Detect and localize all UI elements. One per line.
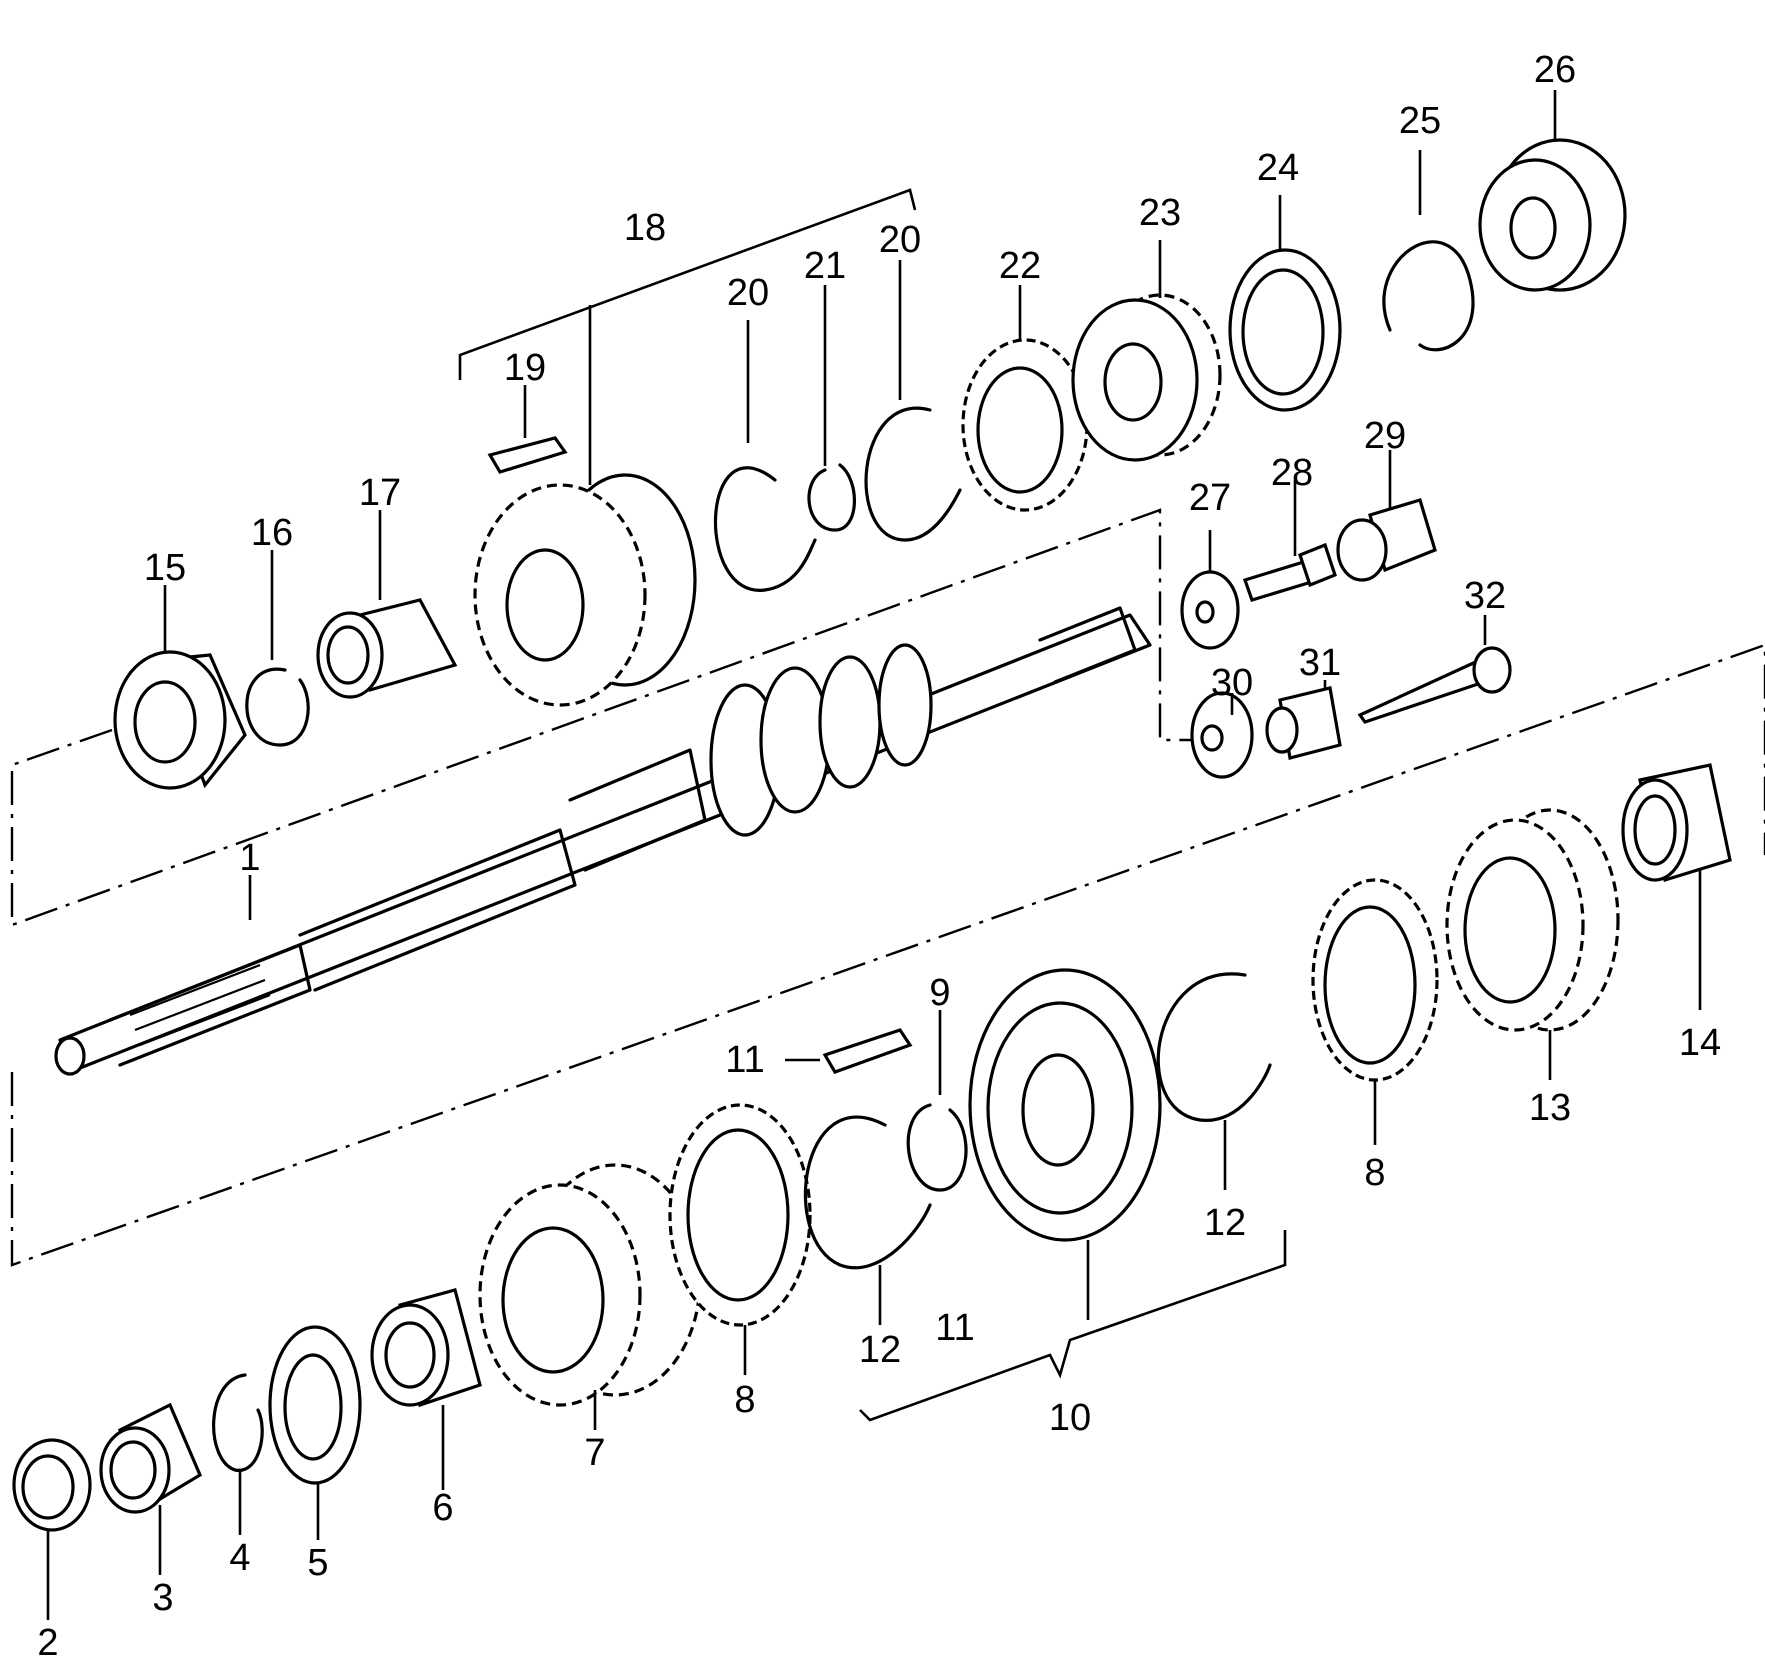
part-32-needle	[1357, 646, 1512, 724]
part-8b-synchro-ring	[1311, 878, 1439, 1082]
label-16: 16	[251, 512, 293, 554]
label-27: 27	[1189, 477, 1231, 519]
label-29: 29	[1364, 415, 1406, 457]
label-11a: 11	[725, 1039, 764, 1081]
part-12a-spring-ring	[803, 1115, 932, 1270]
label-14: 14	[1679, 1022, 1721, 1064]
part-20a-spring-ring	[713, 466, 817, 592]
assembly-axis-lines	[10, 508, 1765, 1267]
part-25-circlip	[1382, 240, 1475, 352]
label-20a: 20	[727, 272, 769, 314]
label-1: 1	[239, 837, 260, 879]
part-27-washer	[1180, 570, 1240, 650]
label-32: 32	[1464, 575, 1506, 617]
part-13-gear	[1445, 808, 1620, 1032]
part-31-bushing	[1265, 686, 1342, 760]
part-24-washer	[1228, 248, 1342, 412]
label-7: 7	[584, 1432, 605, 1474]
part-9-circlip	[906, 1103, 968, 1192]
part-21-circlip	[807, 463, 856, 532]
label-3: 3	[152, 1577, 173, 1619]
label-5: 5	[307, 1542, 328, 1584]
label-9: 9	[929, 972, 950, 1014]
part-20b-spring-ring	[864, 406, 962, 542]
part-2-sleeve	[12, 1438, 92, 1532]
label-12b: 12	[1204, 1202, 1246, 1244]
part-15-ball-bearing	[113, 650, 247, 790]
label-21: 21	[804, 245, 846, 287]
part-10-synchro-hub	[968, 968, 1162, 1242]
label-8b: 8	[1364, 1152, 1385, 1194]
part-23-gear	[1071, 293, 1222, 462]
part-3-needle-bearing	[99, 1402, 203, 1514]
part-22-synchro-ring	[961, 338, 1089, 512]
label-4: 4	[229, 1537, 250, 1579]
part-16-circlip	[245, 667, 310, 747]
part-5-washer	[268, 1325, 362, 1485]
label-11b: 11	[935, 1307, 974, 1349]
label-8a: 8	[734, 1379, 755, 1421]
label-19: 19	[504, 347, 546, 389]
part-11a-key	[822, 1028, 913, 1074]
part-19-key	[487, 436, 568, 474]
part-30-washer	[1190, 691, 1254, 779]
label-18: 18	[624, 207, 666, 249]
part-18-synchro-assembly	[473, 473, 697, 707]
label-30: 30	[1211, 662, 1253, 704]
label-13: 13	[1529, 1087, 1571, 1129]
label-17: 17	[359, 472, 401, 514]
part-labels: 1 2 3 4 5 6 7 8 12 11 10 12 8 13 14 9 11…	[37, 49, 1721, 1662]
part-4-circlip	[212, 1373, 264, 1472]
label-24: 24	[1257, 147, 1299, 189]
part-17-needle-cage	[316, 598, 458, 699]
label-12a: 12	[859, 1329, 901, 1371]
label-2: 2	[37, 1622, 58, 1662]
main-shaft	[54, 606, 1152, 1076]
part-28-bolt	[1242, 542, 1337, 602]
part-12b-spring-ring	[1156, 972, 1272, 1122]
part-7-gear	[478, 1163, 702, 1407]
label-22: 22	[999, 245, 1041, 287]
label-10: 10	[1049, 1397, 1091, 1439]
part-29-plug	[1336, 498, 1437, 582]
label-26: 26	[1534, 49, 1576, 91]
part-26-ball-bearing	[1478, 138, 1627, 292]
shaft-integrated-gears	[709, 643, 933, 837]
label-28: 28	[1271, 452, 1313, 494]
label-20b: 20	[879, 219, 921, 261]
callout-leaders	[46, 90, 1702, 1620]
label-31: 31	[1299, 642, 1341, 684]
part-6-needle-cage	[370, 1288, 482, 1408]
label-23: 23	[1139, 192, 1181, 234]
label-15: 15	[144, 547, 186, 589]
label-6: 6	[432, 1487, 453, 1529]
part-8a-synchro-ring	[668, 1103, 812, 1327]
label-25: 25	[1399, 100, 1441, 142]
part-14-needle-bearing	[1621, 763, 1732, 883]
